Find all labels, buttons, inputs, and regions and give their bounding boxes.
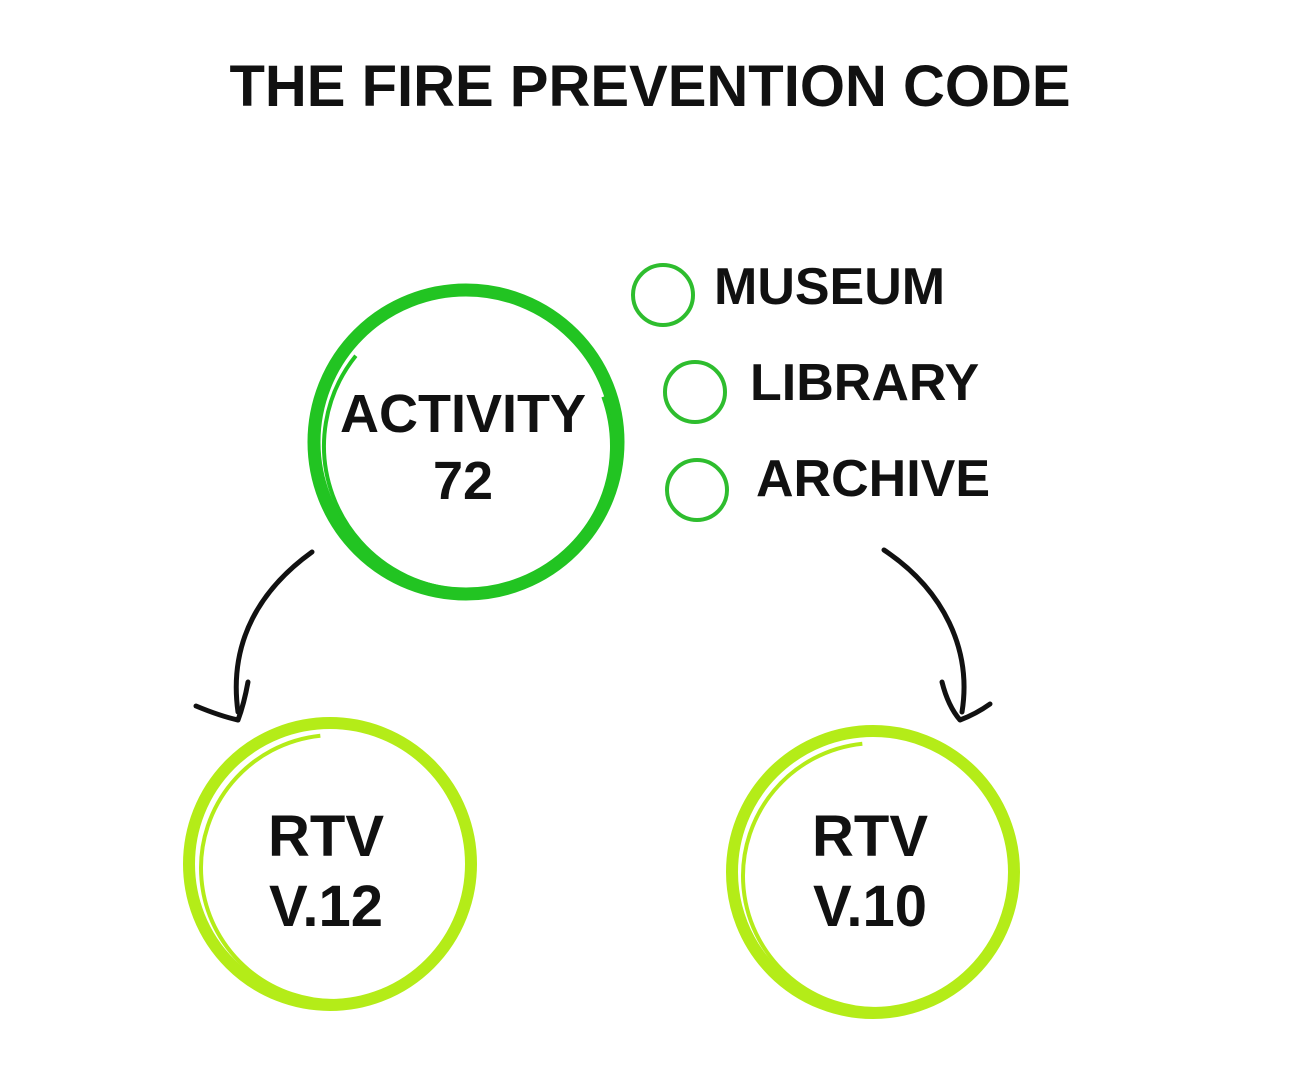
child-node-left-ring: [183, 717, 477, 1011]
arrow-left-shaft: [233, 549, 315, 715]
arrow-left-head: [193, 679, 251, 723]
child-node-left-ring-inner: [199, 733, 470, 1003]
arrow-left: [193, 549, 315, 723]
option-archive-ring: [665, 458, 729, 522]
child-node-left: RTV V.12: [183, 717, 477, 1011]
child-node-left-line1: RTV: [268, 804, 384, 869]
child-node-right-ring: [726, 725, 1020, 1019]
child-node-right: RTV V.10: [726, 725, 1020, 1019]
main-node-label-line1: ACTIVITY: [340, 384, 586, 444]
option-library: LIBRARY: [663, 354, 979, 424]
option-museum-ring: [631, 263, 695, 327]
option-archive: ARCHIVE: [665, 450, 990, 522]
arrow-right-shaft: [881, 547, 967, 715]
option-museum-label: MUSEUM: [714, 258, 945, 316]
main-node-ring-inner: [322, 300, 614, 592]
option-museum: MUSEUM: [631, 258, 945, 327]
child-node-left-line2: V.12: [269, 874, 383, 939]
diagram-title: THE FIRE PREVENTION CODE: [229, 54, 1070, 119]
main-node-ring: [307, 283, 625, 601]
option-library-ring: [663, 360, 727, 424]
arrow-right: [881, 547, 993, 723]
main-node-label-line2: 72: [433, 451, 493, 511]
child-node-right-ring-inner: [741, 741, 1011, 1011]
child-node-right-line1: RTV: [812, 804, 928, 869]
main-node: ACTIVITY 72: [307, 283, 625, 601]
option-library-label: LIBRARY: [750, 354, 979, 412]
child-node-right-line2: V.10: [813, 874, 927, 939]
options-list: MUSEUM LIBRARY ARCHIVE: [631, 258, 990, 522]
arrow-right-head: [939, 679, 993, 723]
option-archive-label: ARCHIVE: [756, 450, 990, 508]
